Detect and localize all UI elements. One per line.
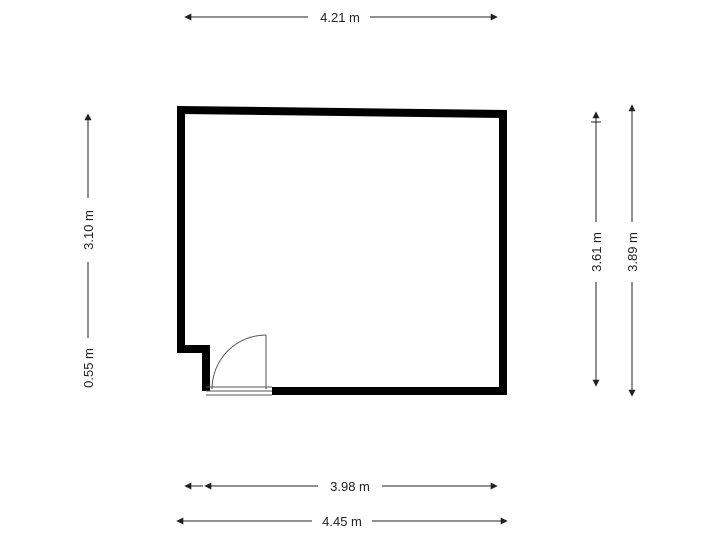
dimension-label-bottom-outer-width: 4.45 m xyxy=(322,514,362,529)
door-swing-arc xyxy=(211,334,267,390)
dimension-left: 3.10 m 0.55 m xyxy=(81,113,96,388)
dimension-label-top-width: 4.21 m xyxy=(320,10,360,25)
dimension-label-right-outer-height: 3.89 m xyxy=(625,232,640,272)
dimension-right-outer: 3.89 m xyxy=(625,104,640,397)
dimension-label-bottom-inner-width: 3.98 m xyxy=(330,479,370,494)
dimension-label-left-upper: 3.10 m xyxy=(81,210,96,250)
door xyxy=(206,334,272,396)
dimension-top: 4.21 m xyxy=(184,10,498,25)
wall-outline xyxy=(177,105,507,395)
dimension-right-inner: 3.61 m xyxy=(589,111,604,387)
dimension-bottom-outer: 4.45 m xyxy=(176,514,508,529)
dimension-label-left-lower: 0.55 m xyxy=(81,348,96,388)
room-walls xyxy=(177,105,507,395)
dimension-bottom-inner: 3.98 m xyxy=(184,479,498,494)
dimension-label-right-inner-height: 3.61 m xyxy=(589,232,604,272)
